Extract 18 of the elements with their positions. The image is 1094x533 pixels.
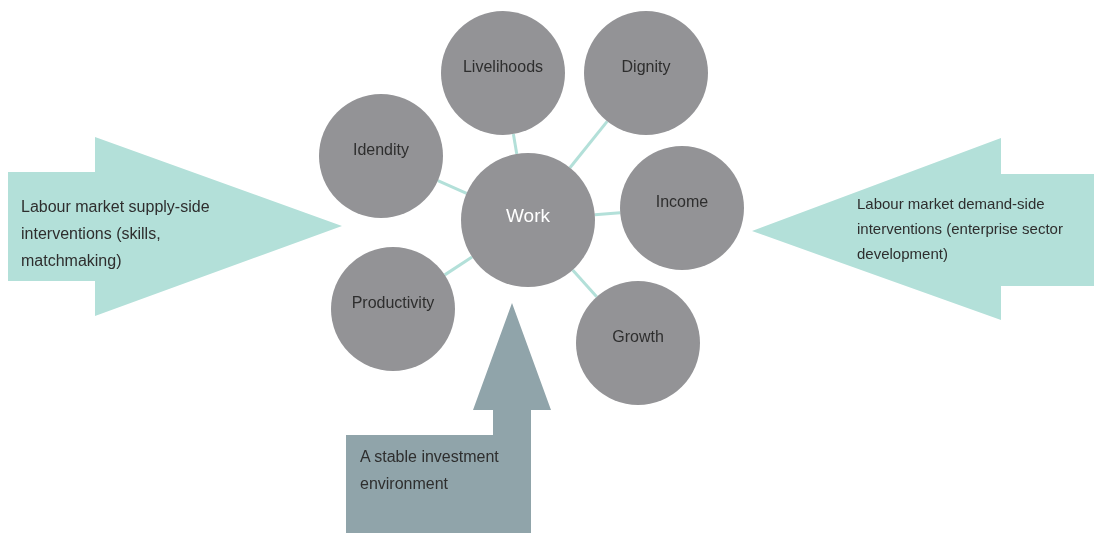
circle-label: Livelihoods — [462, 57, 544, 77]
circle-label: Growth — [612, 327, 664, 347]
arrow-label: Labour market demand-side interventions (enterprise sector development) — [857, 194, 1064, 264]
connector-line — [568, 120, 609, 169]
connector-line — [511, 133, 519, 155]
connector-line — [437, 179, 468, 195]
block-arrow — [8, 137, 342, 316]
connector-line — [443, 255, 473, 277]
connector-line — [594, 211, 621, 217]
circle-label: Work — [506, 203, 550, 228]
circle-label: Idendity — [352, 140, 409, 160]
circle-label: Dignity — [621, 57, 671, 77]
circle-label: Productivity — [351, 293, 435, 313]
arrow-label: A stable investment environment — [360, 447, 500, 494]
circle-label: Income — [655, 192, 709, 212]
connector-line — [571, 268, 598, 298]
block-arrow — [752, 138, 1094, 320]
arrow-label: Labour market supply-side interventions (skills, matchmaking) — [21, 197, 211, 271]
